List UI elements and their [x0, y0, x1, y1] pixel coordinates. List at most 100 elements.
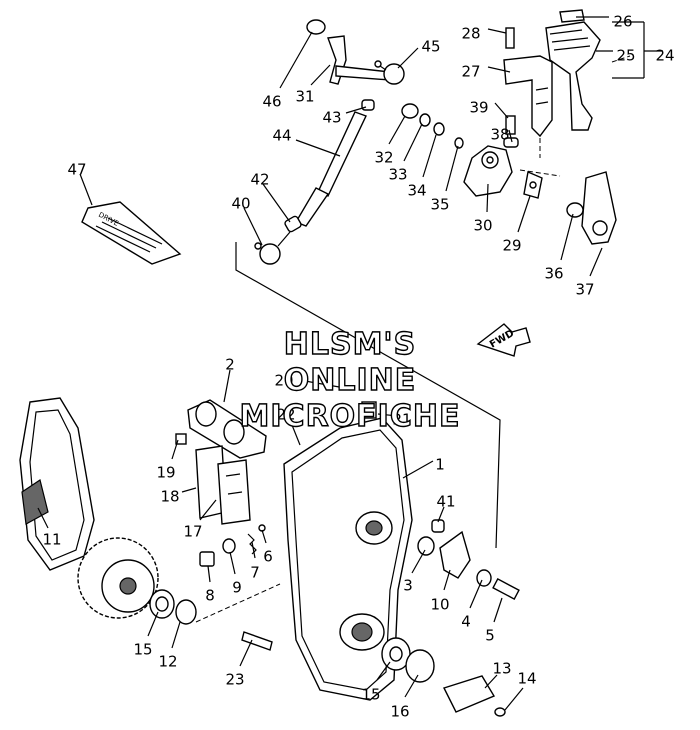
part-19-bolt — [175, 433, 187, 445]
callout-number-35: 35 — [430, 196, 449, 214]
callout-leader-39 — [494, 102, 509, 119]
watermark: HLSM'S ONLINE MICROFICHE — [239, 326, 460, 434]
callout-number-15: 15 — [133, 641, 152, 659]
part-34-washer — [433, 122, 445, 136]
callout-leader-7 — [251, 541, 256, 559]
part-17-plate — [217, 459, 251, 525]
callout-leader-11 — [37, 507, 49, 529]
callout-number-14: 14 — [517, 670, 536, 688]
callout-leader-38 — [508, 129, 513, 143]
callout-leader-41 — [437, 506, 445, 523]
callout-leader-28 — [487, 28, 507, 34]
fwd-arrow: FWD — [476, 323, 531, 357]
callout-number-8: 8 — [205, 587, 215, 605]
callout-leader-3 — [411, 549, 426, 574]
callout-number-11: 11 — [42, 531, 61, 549]
shift-linkage-assembly — [254, 9, 631, 265]
callout-number-9: 9 — [232, 579, 242, 597]
callout-leader-1 — [402, 460, 434, 479]
callout-leader-4 — [469, 579, 483, 609]
callout-leader-15 — [147, 611, 159, 637]
callout-number-32: 32 — [374, 149, 393, 167]
callout-number-37: 37 — [575, 281, 594, 299]
callout-number-10: 10 — [430, 596, 449, 614]
part-30-bracket — [463, 145, 513, 197]
part-27-bracket — [503, 55, 553, 138]
part-14-o-ring — [494, 707, 506, 717]
callout-leader-19 — [171, 439, 179, 460]
callout-number-23: 23 — [225, 671, 244, 689]
callout-leader-17 — [199, 499, 217, 521]
callout-leader-14 — [504, 687, 524, 711]
part-37-cover — [581, 171, 617, 245]
part-33-washer — [419, 113, 431, 127]
callout-number-21: 21 — [392, 411, 411, 429]
callout-number-36: 36 — [544, 265, 563, 283]
callout-leader-43 — [345, 106, 367, 114]
callout-number-1: 1 — [435, 456, 445, 474]
part-8-bolt — [199, 551, 215, 567]
callout-number-29: 29 — [502, 237, 521, 255]
callout-number-20: 20 — [274, 372, 293, 390]
part-35-clip — [454, 137, 464, 149]
callout-number-43: 43 — [322, 109, 341, 127]
part-12-spacer — [175, 599, 197, 625]
callout-leader-29 — [517, 195, 531, 233]
part-41-nut — [431, 519, 445, 533]
part-28-screw — [505, 27, 515, 49]
callout-number-44: 44 — [272, 127, 291, 145]
callout-number-34: 34 — [407, 182, 426, 200]
part-43-spacer — [361, 99, 375, 111]
callout-leader-30 — [486, 183, 489, 213]
part-32-bushing — [401, 103, 419, 119]
callout-number-19: 19 — [156, 464, 175, 482]
callout-number-16: 16 — [390, 703, 409, 721]
callout-leader-27 — [487, 66, 511, 73]
callout-leader-22 — [289, 419, 301, 446]
callout-number-17: 17 — [183, 523, 202, 541]
part-11-chain — [19, 397, 95, 571]
part-47-decal: DRIVE — [81, 201, 182, 265]
part-20-plug — [361, 401, 377, 419]
callout-number-6: 6 — [263, 548, 273, 566]
callout-leader-31 — [310, 64, 331, 86]
callout-number-46: 46 — [262, 93, 281, 111]
part-4-washer — [476, 569, 492, 587]
callout-number-39: 39 — [469, 99, 488, 117]
callout-number-12: 12 — [158, 653, 177, 671]
part-44-rod — [317, 111, 367, 197]
callout-number-47: 47 — [67, 161, 86, 179]
part-24-shift-lever — [545, 21, 601, 131]
part-10-lever — [439, 530, 471, 579]
callout-leader-5 — [493, 597, 503, 623]
callout-leader-45 — [397, 47, 419, 69]
callout-leader-9 — [229, 551, 236, 575]
callout-leader-6 — [261, 529, 267, 544]
callout-number-26: 26 — [613, 13, 632, 31]
callout-leader-16 — [404, 674, 419, 698]
part-5-bolt — [492, 578, 520, 600]
callout-number-30: 30 — [473, 217, 492, 235]
callout-leader-35 — [445, 145, 459, 192]
callout-leader-44 — [295, 139, 341, 157]
part-3-collar — [417, 536, 435, 556]
callout-leader-15 — [376, 661, 391, 681]
callout-number-40: 40 — [231, 195, 250, 213]
callout-leader-23 — [239, 639, 253, 667]
callout-leader-32 — [388, 115, 406, 145]
callout-leader-40 — [243, 207, 263, 246]
callout-number-2: 2 — [225, 356, 235, 374]
callout-number-42: 42 — [250, 171, 269, 189]
part-16-seal — [405, 649, 435, 683]
callout-number-24: 24 — [655, 47, 674, 65]
callout-leader-37 — [589, 247, 603, 277]
callout-number-22: 22 — [276, 406, 295, 424]
callout-number-13: 13 — [492, 660, 511, 678]
watermark-line-2: ONLINE — [284, 363, 417, 398]
callout-leader-18 — [181, 487, 197, 493]
callout-leader-20 — [304, 380, 346, 389]
part-7-spring — [247, 533, 257, 555]
callout-leader-47 — [79, 173, 93, 206]
